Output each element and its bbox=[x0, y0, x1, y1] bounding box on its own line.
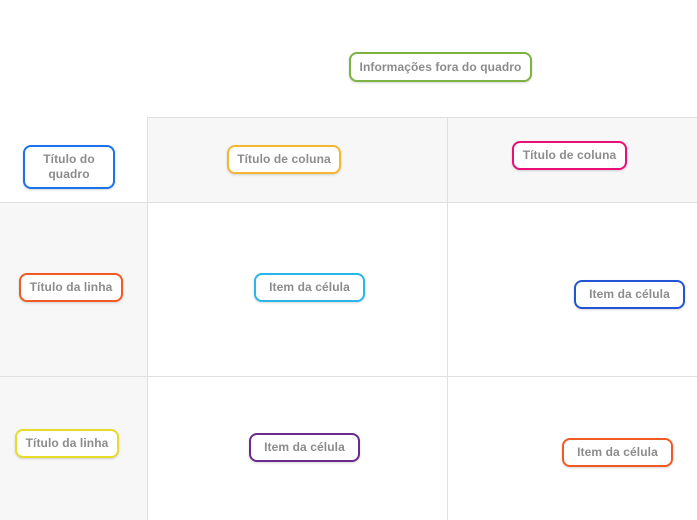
board-title[interactable]: Título do quadro bbox=[23, 145, 115, 189]
row-header-2-label: Título da linha bbox=[25, 436, 109, 450]
column-header-1-label: Título de coluna bbox=[237, 152, 331, 166]
cell-item-r2c1[interactable]: Item da célula bbox=[249, 433, 360, 462]
cell-item-r2c1-label: Item da célula bbox=[264, 440, 345, 454]
row-header-1[interactable]: Título da linha bbox=[19, 273, 123, 302]
cell-item-r1c2-label: Item da célula bbox=[589, 287, 670, 301]
row-header-1-label: Título da linha bbox=[29, 280, 113, 294]
grid-line-header-bottom bbox=[0, 202, 697, 203]
board-title-label: Título do quadro bbox=[43, 152, 95, 181]
outside-board-note-label: Informações fora do quadro bbox=[359, 59, 522, 74]
grid-line-col2-left bbox=[447, 117, 448, 520]
row-header-2[interactable]: Título da linha bbox=[15, 429, 119, 458]
cell-item-r1c1-label: Item da célula bbox=[269, 280, 350, 294]
cell-item-r2c2-label: Item da célula bbox=[577, 445, 658, 459]
column-header-2-label: Título de coluna bbox=[522, 148, 617, 162]
grid-line-col1-left bbox=[147, 117, 148, 520]
cell-item-r1c2[interactable]: Item da célula bbox=[574, 280, 685, 309]
outside-board-note[interactable]: Informações fora do quadro bbox=[349, 52, 532, 82]
grid-line-top bbox=[147, 117, 697, 118]
grid-line-row1-bottom bbox=[0, 376, 697, 377]
cell-item-r1c1[interactable]: Item da célula bbox=[254, 273, 365, 302]
column-header-2[interactable]: Título de coluna bbox=[512, 141, 627, 170]
cell-item-r2c2[interactable]: Item da célula bbox=[562, 438, 673, 467]
column-header-1[interactable]: Título de coluna bbox=[227, 145, 341, 174]
board-grid bbox=[0, 117, 697, 520]
